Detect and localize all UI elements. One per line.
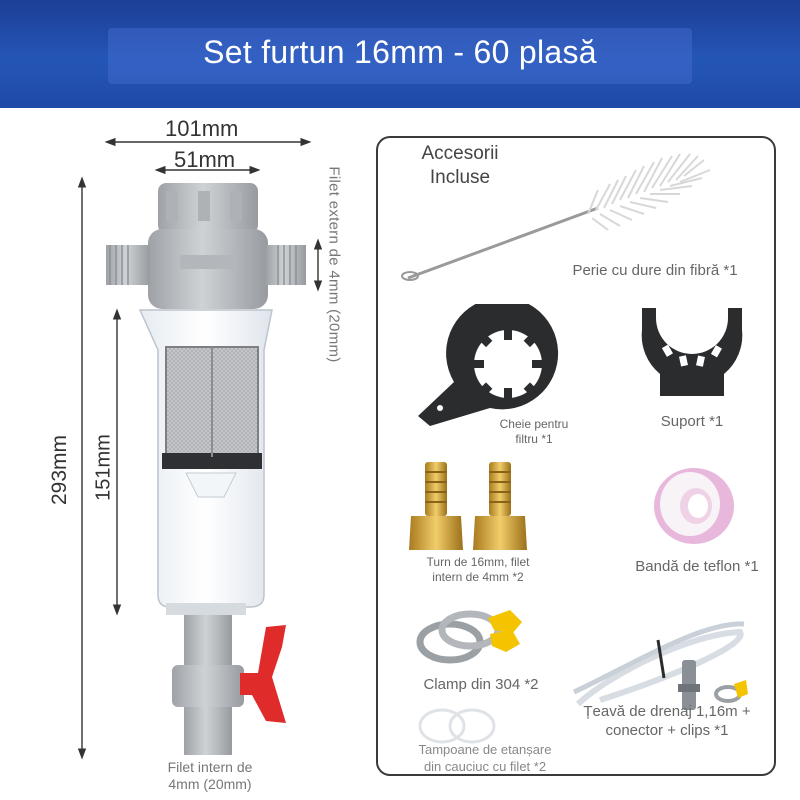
teflon-image bbox=[654, 468, 734, 544]
hose-label: Țeavă de drenaj 1,16m + conector + clips… bbox=[572, 702, 762, 740]
bracket-label: Suport *1 bbox=[660, 413, 724, 430]
valve-handle bbox=[240, 625, 286, 723]
gaskets-label-line1: Tampoane de etanșare bbox=[418, 742, 552, 757]
width-inner-label: 51mm bbox=[174, 147, 236, 172]
thread-internal-line2: 4mm (20mm) bbox=[168, 775, 252, 792]
thread-right bbox=[266, 245, 306, 285]
fittings-label: Turn de 16mm, filet intern de 4mm *2 bbox=[410, 555, 546, 586]
hose-image bbox=[572, 621, 748, 710]
wrench-label-line1: Cheie pentru bbox=[499, 417, 569, 431]
brush-image bbox=[401, 153, 711, 281]
brush-label: Perie cu dure din fibră *1 bbox=[572, 262, 738, 279]
dimension-lines bbox=[77, 137, 323, 760]
wrench-label: Cheie pentru filtru *1 bbox=[482, 417, 586, 448]
fittings-label-line1: Turn de 16mm, filet bbox=[426, 555, 530, 569]
accessories-title: Accesorii Incluse bbox=[404, 142, 516, 190]
thread-internal-line1: Filet intern de bbox=[167, 759, 253, 775]
accessories-title-line1: Accesorii bbox=[421, 143, 499, 164]
fittings-image bbox=[409, 462, 527, 550]
thread-left bbox=[106, 245, 150, 285]
wrench-label-line2: filtru *1 bbox=[515, 432, 553, 447]
hose-label-line1: Țeavă de drenaj 1,16m + bbox=[583, 703, 751, 720]
thread-external-label: Filet extern de 4mm (20mm) bbox=[325, 166, 343, 363]
width-total-label: 101mm bbox=[165, 116, 239, 141]
accessories-title-line2: Incluse bbox=[429, 166, 491, 188]
gaskets-image bbox=[418, 708, 496, 744]
title-banner bbox=[0, 0, 800, 108]
teflon-label: Bandă de teflon *1 bbox=[635, 558, 759, 575]
gaskets-label: Tampoane de etanșare din cauciuc cu file… bbox=[398, 742, 572, 775]
clamp-image bbox=[416, 610, 522, 664]
bracket-image bbox=[641, 308, 743, 396]
height-total-label: 293mm bbox=[48, 434, 71, 506]
fittings-label-line2: intern de 4mm *2 bbox=[432, 570, 524, 585]
clamp-label: Clamp din 304 *2 bbox=[423, 676, 539, 693]
thread-internal-label: Filet intern de 4mm (20mm) bbox=[150, 759, 270, 793]
accessories-panel bbox=[376, 136, 776, 776]
title-box bbox=[108, 28, 692, 84]
filter-illustration bbox=[106, 183, 306, 755]
hose-label-line2: conector + clips *1 bbox=[605, 722, 729, 740]
gaskets-label-line2: din cauciuc cu filet *2 bbox=[423, 758, 547, 774]
page-title: Set furtun 16mm - 60 plasă bbox=[203, 34, 597, 70]
wrench-image bbox=[418, 304, 559, 426]
